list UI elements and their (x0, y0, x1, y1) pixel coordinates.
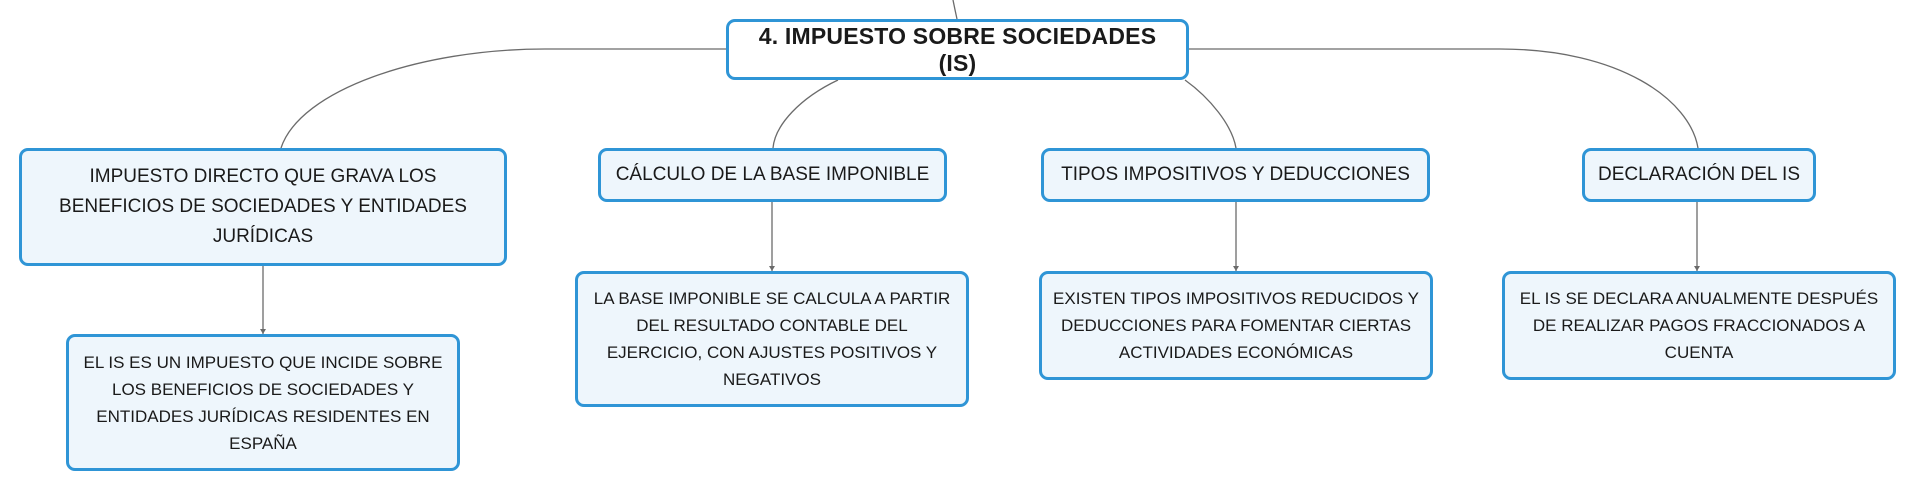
detail-definition[interactable]: EL IS ES UN IMPUESTO QUE INCIDE SOBRE LO… (66, 334, 460, 471)
connector-root-to-branch-4 (1189, 48, 1699, 149)
branch-declaracion[interactable]: DECLARACIÓN DEL IS (1582, 148, 1816, 202)
branch-tipos-impositivos-label: TIPOS IMPOSITIVOS Y DEDUCCIONES (1061, 164, 1410, 185)
branch-base-imponible[interactable]: CÁLCULO DE LA BASE IMPONIBLE (598, 148, 947, 202)
branch-base-imponible-label: CÁLCULO DE LA BASE IMPONIBLE (615, 164, 930, 185)
root-topic-label: 4. IMPUESTO SOBRE SOCIEDADES (IS) (758, 22, 1157, 76)
branch-definition-label: IMPUESTO DIRECTO QUE GRAVA LOS BENEFICIO… (59, 166, 467, 247)
detail-base-imponible-text: LA BASE IMPONIBLE SE CALCULA A PARTIR DE… (593, 289, 951, 389)
detail-tipos-impositivos[interactable]: EXISTEN TIPOS IMPOSITIVOS REDUCIDOS Y DE… (1039, 271, 1433, 380)
connector-root-to-branch-3 (1184, 79, 1237, 149)
connector-root-to-branch-1 (280, 48, 726, 149)
detail-base-imponible[interactable]: LA BASE IMPONIBLE SE CALCULA A PARTIR DE… (575, 271, 969, 407)
detail-declaracion[interactable]: EL IS SE DECLARA ANUALMENTE DESPUÉS DE R… (1502, 271, 1896, 380)
detail-definition-text: EL IS ES UN IMPUESTO QUE INCIDE SOBRE LO… (83, 352, 443, 453)
connector-root-to-branch-2 (772, 79, 839, 149)
branch-tipos-impositivos[interactable]: TIPOS IMPOSITIVOS Y DEDUCCIONES (1041, 148, 1430, 202)
detail-tipos-impositivos-text: EXISTEN TIPOS IMPOSITIVOS REDUCIDOS Y DE… (1053, 289, 1419, 362)
branch-definition[interactable]: IMPUESTO DIRECTO QUE GRAVA LOS BENEFICIO… (19, 148, 507, 266)
root-topic[interactable]: 4. IMPUESTO SOBRE SOCIEDADES (IS) (726, 19, 1189, 80)
branch-declaracion-label: DECLARACIÓN DEL IS (1597, 164, 1800, 185)
detail-declaracion-text: EL IS SE DECLARA ANUALMENTE DESPUÉS DE R… (1519, 289, 1879, 362)
parent-connector (952, 0, 958, 20)
